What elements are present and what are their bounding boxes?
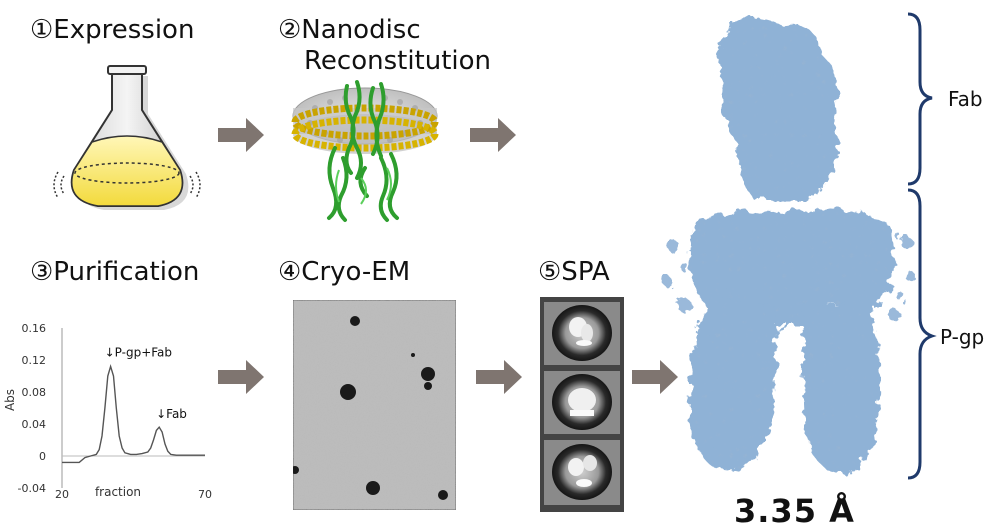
x-tick-label: 20 xyxy=(55,488,69,501)
class-average-1 xyxy=(544,302,620,365)
arrow-4-to-5 xyxy=(476,360,522,394)
spa-class-averages xyxy=(540,297,624,512)
y-tick-label: -0.04 xyxy=(18,482,46,495)
pgp-label: P-gp xyxy=(940,325,985,349)
fab-label: Fab xyxy=(948,87,983,111)
step-nanodisc-label: ②Nanodisc xyxy=(278,15,421,45)
peak-annotation: ↓Fab xyxy=(156,407,187,421)
resolution-label: 3.35 Å xyxy=(734,492,855,530)
y-tick-label: 0.12 xyxy=(22,354,47,367)
series-line xyxy=(62,363,205,464)
pgp-brace xyxy=(907,188,937,480)
flask-illustration xyxy=(53,65,201,210)
y-axis-label: Abs xyxy=(3,389,17,411)
step-reconstitution-label: Reconstitution xyxy=(304,46,492,76)
density-map xyxy=(662,17,915,475)
x-axis-label: fraction xyxy=(95,485,141,499)
y-tick-label: 0.04 xyxy=(22,418,47,431)
x-tick-label: 70 xyxy=(198,488,212,501)
arrow-3-to-4 xyxy=(218,360,264,394)
nanodisc-illustration xyxy=(291,80,439,222)
step-cryoem-label: ④Cryo-EM xyxy=(278,257,411,287)
class-average-3 xyxy=(544,440,620,505)
peak-annotation: ↓P-gp+Fab xyxy=(105,345,172,359)
braces xyxy=(907,12,937,480)
y-tick-label: 0 xyxy=(39,450,46,463)
step-spa-label: ⑤SPA xyxy=(538,257,610,287)
fab-brace xyxy=(907,12,933,186)
step-purification-label: ③Purification xyxy=(30,257,200,287)
step-expression-label: ①Expression xyxy=(30,15,195,45)
arrow-2-to-next xyxy=(470,118,516,152)
y-tick-label: 0.16 xyxy=(22,322,47,335)
class-average-2 xyxy=(544,371,620,434)
arrow-1-to-2 xyxy=(218,118,264,152)
cryoem-micrograph xyxy=(293,300,456,510)
arrow-5-to-map xyxy=(632,360,678,394)
chromatogram-chart: Abs fraction 0.16 0.12 0.08 0.04 0 -0.04 20 70 ↓… xyxy=(3,322,212,501)
y-tick-label: 0.08 xyxy=(22,386,47,399)
